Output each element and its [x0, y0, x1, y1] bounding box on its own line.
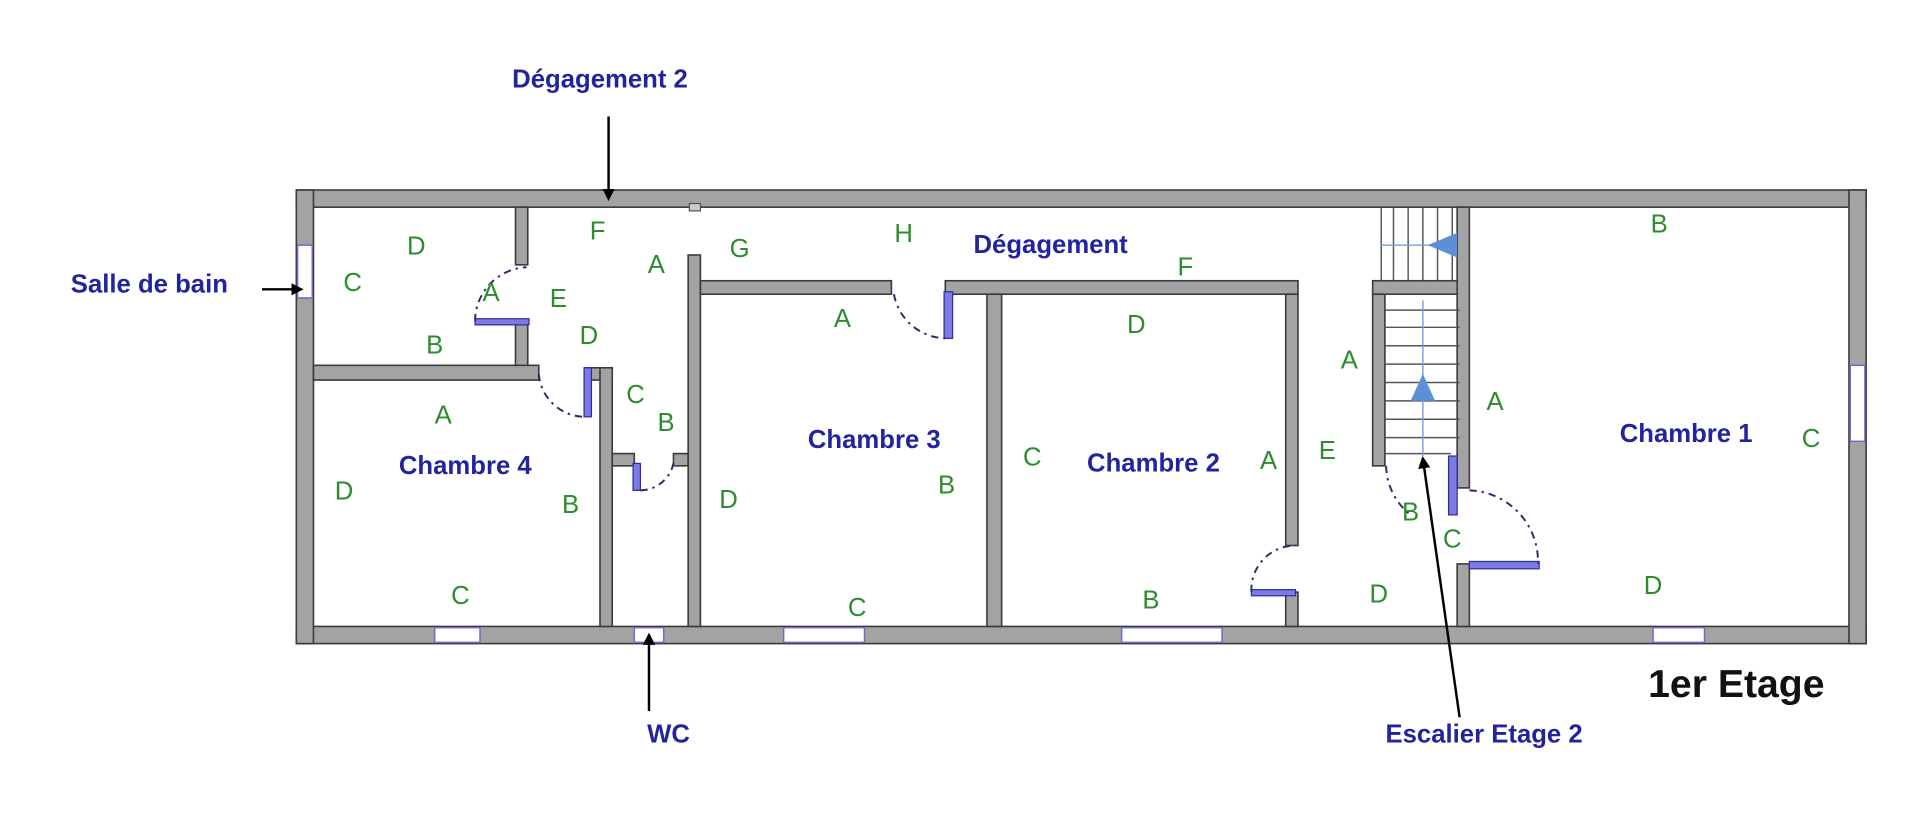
- zone-letter: F: [590, 218, 606, 246]
- callout-degagement-2: Dégagement 2: [512, 66, 688, 94]
- zone-letter: B: [1142, 587, 1159, 615]
- zone-letter: A: [1260, 447, 1278, 475]
- zone-letter: A: [648, 251, 666, 279]
- zone-letter: C: [1802, 425, 1821, 453]
- room-label-chambre-2: Chambre 2: [1087, 449, 1220, 477]
- zone-letter: H: [894, 220, 913, 248]
- room-label-chambre-4: Chambre 4: [399, 452, 533, 480]
- room-label-chambre-1: Chambre 1: [1620, 420, 1753, 448]
- room-label-chambre-3: Chambre 3: [808, 426, 941, 454]
- interior-walls: [312, 206, 1471, 628]
- zone-letter: A: [482, 279, 500, 307]
- windows: [296, 202, 1866, 644]
- zone-letter: D: [580, 322, 599, 350]
- zone-letter: D: [407, 232, 426, 260]
- doors: [474, 266, 1540, 597]
- zone-letter: A: [1487, 388, 1505, 416]
- zone-letter: G: [730, 235, 750, 263]
- callout-escalier: Escalier Etage 2: [1385, 720, 1582, 748]
- zone-letter: C: [343, 269, 362, 297]
- callout-wc: WC: [647, 720, 690, 748]
- zone-letter: D: [335, 478, 354, 506]
- callout-salle-de-bain: Salle de bain: [71, 270, 228, 298]
- zone-letter: E: [550, 285, 567, 313]
- zone-letter: A: [834, 305, 852, 333]
- zone-letter: A: [435, 402, 453, 430]
- zone-letter: D: [1127, 311, 1146, 339]
- zone-letter: F: [1177, 253, 1193, 281]
- zone-letter: D: [1369, 581, 1388, 609]
- zone-letter: C: [1023, 443, 1042, 471]
- room-label-degagement: Dégagement: [973, 231, 1128, 259]
- zone-letter: A: [1341, 346, 1359, 374]
- zone-letter: B: [1651, 210, 1668, 238]
- zone-letter: B: [562, 491, 579, 519]
- zone-letter: B: [426, 332, 443, 360]
- zone-letter: B: [938, 471, 955, 499]
- zone-letter: D: [1644, 572, 1663, 600]
- callout-arrows: [262, 116, 1461, 718]
- staircase: [1380, 207, 1460, 457]
- floor-title: 1er Etage: [1648, 663, 1824, 706]
- zone-letter: D: [719, 486, 738, 514]
- zone-letter: C: [1443, 525, 1462, 553]
- zone-letter: E: [1319, 437, 1336, 465]
- zone-letter: B: [1402, 498, 1419, 526]
- zone-letter: C: [626, 381, 645, 409]
- zone-letter: C: [848, 594, 867, 622]
- zone-letter: C: [451, 582, 470, 610]
- zone-letter: B: [658, 409, 675, 437]
- zone-letters: D C F A G H A E B D A C B D B C A D B C …: [335, 210, 1821, 622]
